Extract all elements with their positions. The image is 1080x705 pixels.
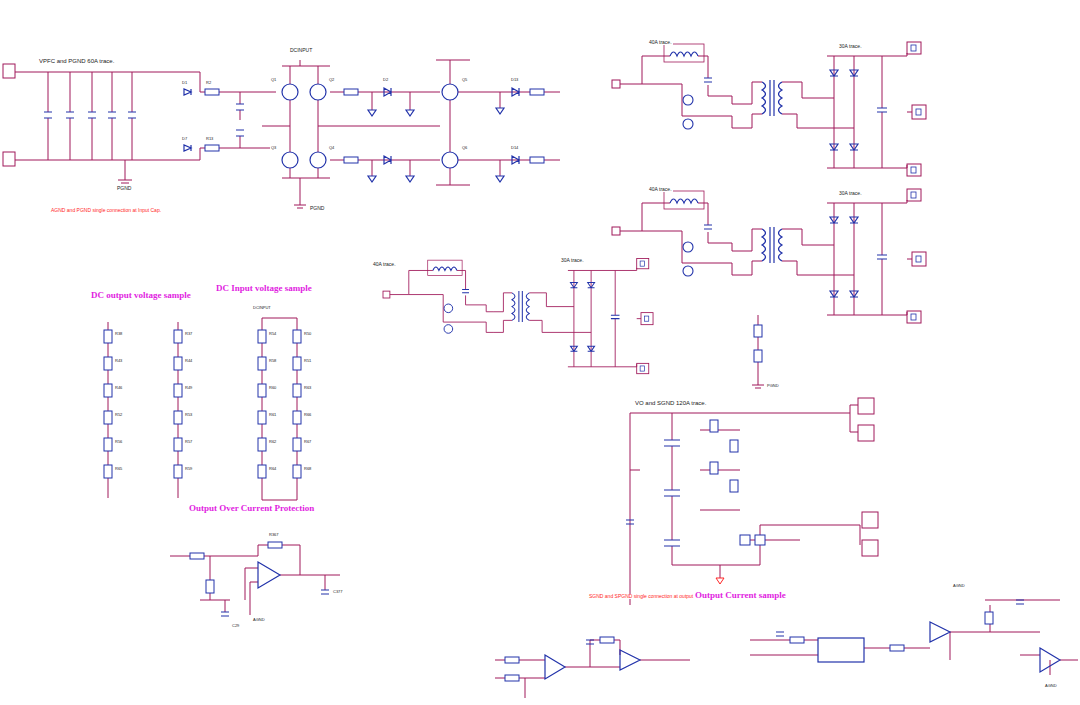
component-label: R38 [114, 332, 123, 336]
component-label: Q2 [328, 78, 335, 82]
net-label: 30A trace. [838, 191, 863, 196]
bridge-mosfets [184, 60, 560, 208]
component-label: Q1 [270, 78, 277, 82]
component-label: R62 [268, 440, 277, 444]
net-label: AGND [952, 584, 966, 588]
net-label: PGND [766, 384, 780, 388]
transformer-stage [383, 42, 926, 388]
voltage-divider [104, 318, 301, 500]
component-label: R49 [184, 386, 193, 390]
component-label: R60 [268, 386, 277, 390]
component-label: R52 [114, 413, 123, 417]
component-label: C377 [332, 590, 344, 594]
component-label: R67 [303, 440, 312, 444]
component-label: R46 [114, 386, 123, 390]
overcurrent-comparator [170, 542, 340, 616]
component-label: D14 [510, 146, 519, 150]
net-label: 40A trace. [648, 40, 673, 45]
component-label: C29 [231, 624, 240, 628]
component-label: R66 [303, 413, 312, 417]
net-label: AGND [1044, 684, 1058, 688]
net-label: 40A trace. [648, 187, 673, 192]
component-label: R59 [184, 467, 193, 471]
net-label: 30A trace. [838, 44, 863, 49]
component-label: R61 [268, 413, 277, 417]
component-label: D2 [382, 78, 389, 82]
section-heading: DC output voltage sample [90, 291, 192, 300]
design-note: AGND and PGND single connection at Input… [50, 208, 162, 213]
net-label: DCINPUT [289, 48, 313, 53]
component-label: R63 [303, 386, 312, 390]
component-label: R44 [184, 359, 193, 363]
component-label: R37 [184, 332, 193, 336]
component-label: R51 [303, 359, 312, 363]
component-label: R367 [268, 533, 280, 537]
net-label: PGND [116, 186, 132, 191]
component-label: R53 [184, 413, 193, 417]
component-label: R68 [303, 467, 312, 471]
net-label: VO and SGND 120A trace. [634, 400, 707, 406]
component-label: R64 [268, 467, 277, 471]
design-note: SGND and SPGND single connection at outp… [588, 594, 704, 599]
component-label: Q4 [328, 146, 335, 150]
output-capacitor-bank [626, 398, 878, 585]
input-capacitor-bank [3, 64, 200, 183]
component-label: Q3 [270, 146, 277, 150]
component-label: R58 [268, 359, 277, 363]
component-label: D13 [510, 78, 519, 82]
section-heading: Output Current sample [694, 591, 787, 600]
component-label: R13 [205, 137, 214, 141]
component-label: D1 [181, 81, 188, 85]
section-heading: Output Over Current Protection [188, 504, 315, 513]
component-label: D7 [181, 137, 188, 141]
component-label: R57 [184, 440, 193, 444]
component-label: R65 [114, 467, 123, 471]
component-label: R54 [268, 332, 277, 336]
net-label: 40A trace. [372, 262, 397, 267]
net-label: 30A trace. [560, 258, 585, 263]
component-label: R56 [114, 440, 123, 444]
component-label: R43 [114, 359, 123, 363]
component-label: Q5 [461, 78, 468, 82]
component-label: R50 [303, 332, 312, 336]
net-label: VPFC and PGND 60A trace. [38, 58, 115, 64]
net-label: AGND [252, 618, 266, 622]
section-heading: DC Input voltage sample [215, 284, 313, 293]
component-label: R2 [205, 81, 212, 85]
current-sense-amplifiers [495, 585, 1078, 698]
net-label: DCINPUT [252, 306, 272, 310]
net-label: PGND [309, 206, 325, 211]
component-label: Q6 [461, 146, 468, 150]
